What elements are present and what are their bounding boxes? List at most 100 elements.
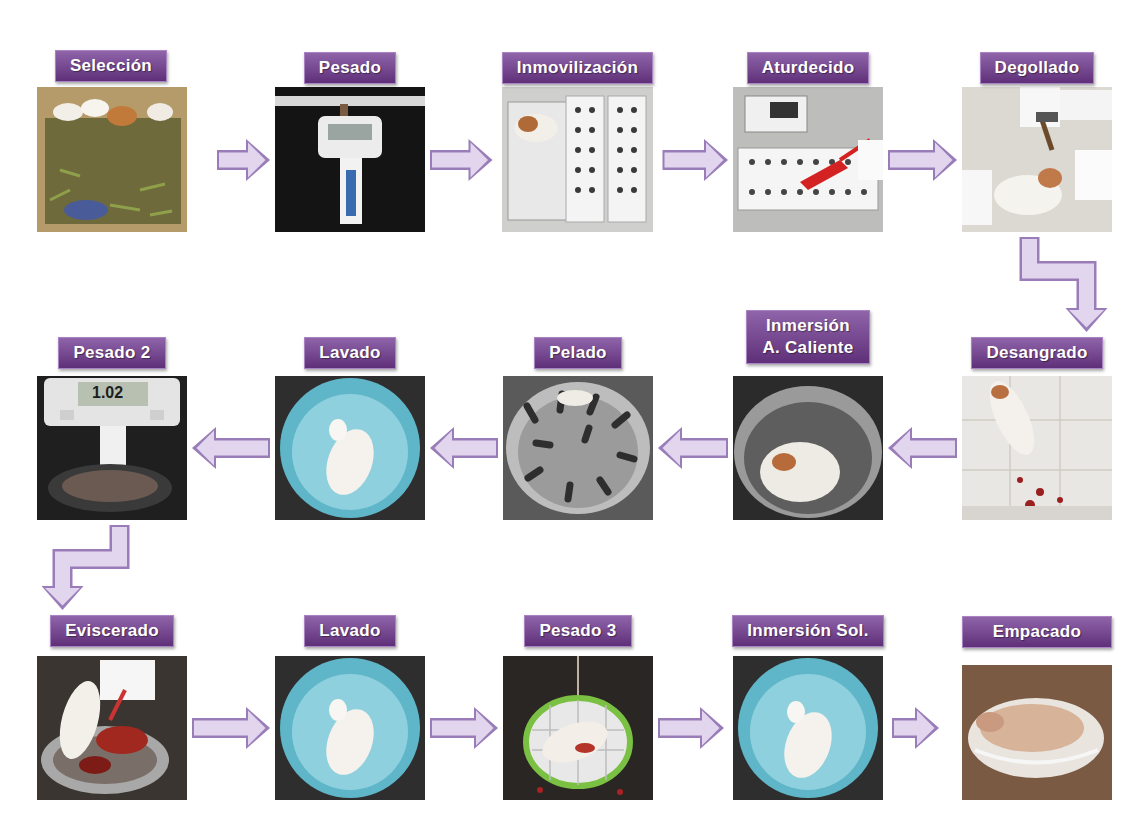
arrow-body [894,721,919,736]
frame-outline [946,600,1128,819]
arrow-body [194,721,250,736]
step-label: Lavado [304,337,395,369]
arrow-head [917,711,935,746]
arrow-head-outline [474,707,498,749]
step-label: Inmersión Sol. [732,615,883,647]
arrow-head [893,431,911,466]
photo [962,375,1112,520]
process-step: Pesado 2 [37,337,187,520]
step-label: Aturdecido [747,52,870,84]
arrow-head-outline [888,427,912,469]
process-step: Pelado [503,337,653,520]
flow-arrow [192,427,270,469]
arrow-head-outline [658,427,682,469]
arrow-head [45,588,80,606]
arrow-body [432,721,478,736]
arrow-head [197,431,215,466]
arrow-body [219,153,250,168]
flow-arrow [42,525,120,610]
arrow-head-outline [192,427,216,469]
flow-arrow [430,427,498,469]
flow-arrow [192,707,270,749]
process-step: Inmovilización [498,52,658,232]
flow-arrow [892,707,939,749]
arrow-head [663,431,681,466]
arrow-head-outline [246,707,270,749]
arrow-head [248,143,266,178]
photo [733,87,883,232]
arrow-head-outline [700,707,724,749]
arrow-head-outline [933,139,957,181]
step-label: Selección [55,50,167,82]
process-step: Pesado 3 [503,615,653,800]
process-step: Lavado [275,337,425,520]
arrow-body [1030,239,1087,312]
arrow-head-outline [915,707,939,749]
flow-arrow [1030,237,1108,332]
flow-arrow [430,139,493,181]
process-step: Empacado [944,598,1130,821]
arrow-head-outline [704,139,728,181]
photo [37,656,187,800]
arrow-head-outline [430,427,454,469]
arrow-body [890,153,937,168]
process-step: Inmersión Sol. [729,615,887,800]
flow-arrow [888,427,957,469]
step-label: Lavado [304,615,395,647]
arrow-body [432,153,473,168]
flow-arrow [888,139,957,181]
arrow-head-outline [246,139,270,181]
process-step: Degollado [962,52,1112,232]
process-step: Desangrado [962,337,1112,520]
step-label: Eviscerado [50,615,174,647]
process-step: Eviscerado [37,615,187,800]
arrow-head [476,711,494,746]
flow-arrow [217,139,270,181]
photo [962,87,1112,232]
flow-arrow [658,427,728,469]
flow-arrow [658,707,724,749]
step-label: Pesado 3 [524,615,631,647]
process-step: Inmersión A. Caliente [733,310,883,520]
arrow-head-outline [1066,308,1108,332]
step-label: Pesado [304,52,396,84]
arrow-body [908,441,955,456]
photo [37,87,187,232]
arrow-body [678,441,726,456]
process-step: Lavado [275,615,425,800]
process-step: Aturdecido [733,52,883,232]
step-label: Pelado [534,337,622,369]
process-step: Pesado [275,52,425,232]
arrow-head [1069,310,1104,328]
arrow-body [212,441,268,456]
photo [733,376,883,520]
scale-reading: 1.02 [92,384,123,402]
arrow-body [450,441,496,456]
photo [37,376,187,520]
arrow-head-outline [469,139,493,181]
step-label: Empacado [962,616,1112,648]
step-label: Inmovilización [502,52,653,84]
process-step: Selección [10,10,212,272]
photo [962,665,1112,800]
arrow-head [935,143,953,178]
arrow-body [665,153,709,168]
arrow-body [63,527,120,590]
photo [503,376,653,520]
arrow-head [706,143,724,178]
photo [733,656,883,800]
arrow-head-outline [42,586,84,610]
photo [275,376,425,520]
photo [275,87,425,232]
flow-arrow [430,707,498,749]
step-label: Inmersión A. Caliente [746,310,870,364]
step-label: Pesado 2 [58,337,165,369]
flow-arrow [663,139,729,181]
arrow-body [660,721,704,736]
oval-outline [12,13,210,270]
photo [275,656,425,800]
